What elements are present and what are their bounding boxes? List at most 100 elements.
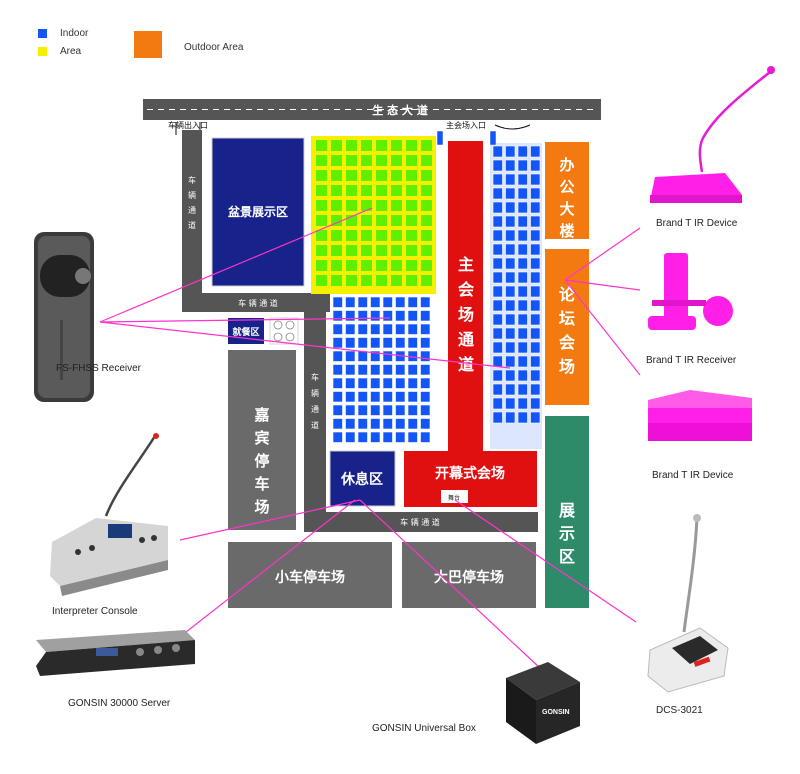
seat-cell xyxy=(420,310,431,322)
seat-cell xyxy=(421,170,432,181)
seat-cell xyxy=(391,275,402,286)
seat-cell xyxy=(420,431,431,443)
seat-cell xyxy=(517,327,528,340)
seat-cell xyxy=(370,418,381,430)
seat-cell xyxy=(316,185,327,196)
seat-cell xyxy=(517,313,528,326)
seat-cell xyxy=(406,140,417,151)
main-road-label: 生 态 大 道 xyxy=(372,103,428,117)
zone-bus-parking xyxy=(402,542,536,608)
indoor-seat-grid-right xyxy=(492,145,541,424)
seat-cell xyxy=(530,299,541,312)
seat-cell xyxy=(492,369,503,382)
seat-cell xyxy=(357,418,368,430)
seat-cell xyxy=(391,200,402,211)
seat-cell xyxy=(331,215,342,226)
seat-cell xyxy=(370,310,381,322)
seat-cell xyxy=(357,296,368,308)
seat-cell xyxy=(357,391,368,403)
seat-cell xyxy=(530,397,541,410)
seat-cell xyxy=(332,377,343,389)
seat-cell xyxy=(345,323,356,335)
seat-cell xyxy=(357,364,368,376)
seat-cell xyxy=(517,243,528,256)
seat-cell xyxy=(406,185,417,196)
seat-cell xyxy=(505,257,516,270)
seat-cell xyxy=(530,327,541,340)
zone-main-hall-label: 主会场通道 xyxy=(458,255,474,374)
seat-cell xyxy=(361,140,372,151)
seat-cell xyxy=(421,185,432,196)
seat-cell xyxy=(332,296,343,308)
seat-cell xyxy=(530,201,541,214)
indoor-seat-grid-left xyxy=(332,296,431,443)
seat-cell xyxy=(345,431,356,443)
seat-cell xyxy=(376,140,387,151)
area-seat-grid xyxy=(316,140,432,286)
seat-cell xyxy=(357,310,368,322)
seat-cell xyxy=(505,341,516,354)
seat-cell xyxy=(517,187,528,200)
seat-cell xyxy=(391,260,402,271)
seat-cell xyxy=(395,391,406,403)
seat-cell xyxy=(361,215,372,226)
seat-cell xyxy=(395,296,406,308)
zone-office-label: 办公大楼 xyxy=(559,156,574,240)
seat-cell xyxy=(346,140,357,151)
seat-cell xyxy=(530,271,541,284)
seat-cell xyxy=(316,155,327,166)
seat-cell xyxy=(492,271,503,284)
connector-lines xyxy=(99,207,641,669)
seat-cell xyxy=(395,364,406,376)
seat-cell xyxy=(346,185,357,196)
zone-vip-parking-label: 嘉宾停车场 xyxy=(253,406,269,516)
zone-stage-label: 舞台 xyxy=(448,494,460,502)
seat-cell xyxy=(517,271,528,284)
seat-cell xyxy=(421,155,432,166)
seat-cell xyxy=(505,313,516,326)
seat-cell xyxy=(332,418,343,430)
seat-cell xyxy=(530,411,541,424)
seat-cell xyxy=(391,140,402,151)
seat-cell xyxy=(382,431,393,443)
seat-cell xyxy=(345,364,356,376)
zone-vip-parking xyxy=(228,350,296,530)
seat-cell xyxy=(345,310,356,322)
zone-rest-label: 休息区 xyxy=(340,471,383,488)
seat-cell xyxy=(331,200,342,211)
seat-cell xyxy=(492,411,503,424)
seat-cell xyxy=(370,323,381,335)
seat-cell xyxy=(517,285,528,298)
seat-cell xyxy=(332,391,343,403)
seat-cell xyxy=(361,155,372,166)
zone-bonsai xyxy=(211,137,305,287)
seat-cell xyxy=(492,243,503,256)
vehicle-lane-bottom-label: 车 辆 通 道 xyxy=(400,517,440,527)
seat-cell xyxy=(346,170,357,181)
seat-cell xyxy=(332,310,343,322)
seat-cell xyxy=(346,260,357,271)
seat-cell xyxy=(382,296,393,308)
seat-cell xyxy=(316,140,327,151)
seat-cell xyxy=(420,323,431,335)
seat-cell xyxy=(505,285,516,298)
seat-cell xyxy=(505,271,516,284)
seat-cell xyxy=(395,377,406,389)
seat-cell xyxy=(505,299,516,312)
seat-cell xyxy=(376,185,387,196)
seat-cell xyxy=(395,404,406,416)
seat-cell xyxy=(505,411,516,424)
seat-cell xyxy=(517,145,528,158)
seat-cell xyxy=(331,245,342,256)
seat-cell xyxy=(492,257,503,270)
seat-cell xyxy=(361,230,372,241)
seat-cell xyxy=(357,337,368,349)
seat-cell xyxy=(382,350,393,362)
seat-cell xyxy=(332,337,343,349)
seat-cell xyxy=(345,391,356,403)
brand-ir-device-top-label: Brand T IR Device xyxy=(656,218,738,229)
seat-cell xyxy=(420,364,431,376)
seat-cell xyxy=(492,327,503,340)
seat-cell xyxy=(492,285,503,298)
zone-exhibit-label: 展示区 xyxy=(559,501,576,566)
